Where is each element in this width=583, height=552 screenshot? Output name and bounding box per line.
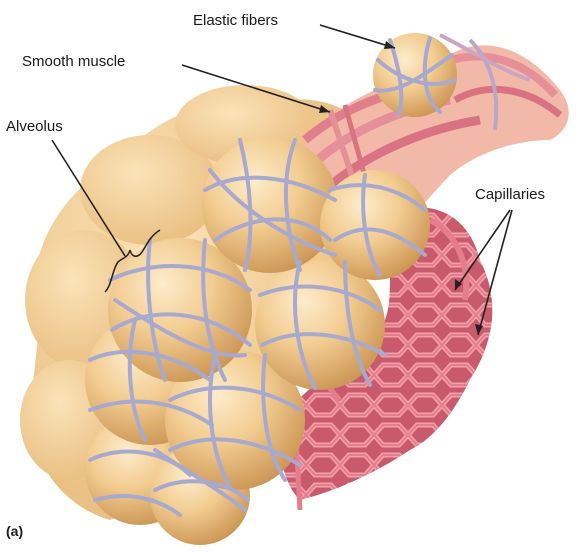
leader-elastic [320, 25, 395, 48]
label-capillaries: Capillaries [475, 186, 545, 203]
label-alveolus: Alveolus [6, 118, 63, 135]
label-elastic-fibers: Elastic fibers [193, 12, 278, 29]
label-smooth-muscle: Smooth muscle [22, 53, 125, 70]
panel-label: (a) [6, 523, 23, 539]
